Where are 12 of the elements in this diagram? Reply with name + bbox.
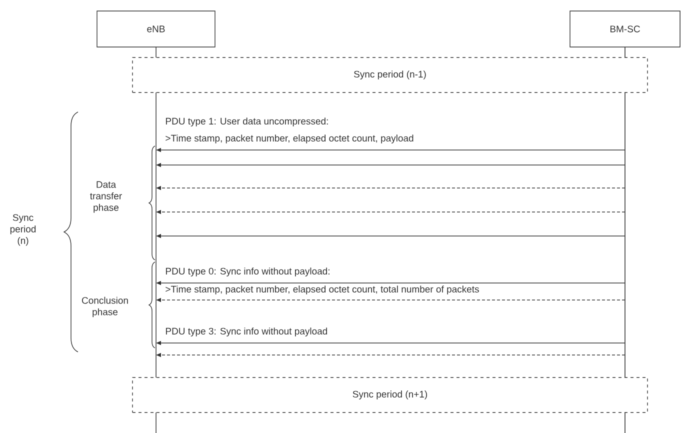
message-label: PDU type 3: Sync info without payload	[166, 328, 328, 336]
message-label: PDU type 0: Sync info without payload:	[166, 268, 330, 276]
phase-label: Data transfer phase	[90, 181, 122, 213]
participant-box: eNB	[96, 10, 216, 48]
message-label: >Time stamp, packet number, elapsed octet count, total number of packets	[166, 286, 479, 294]
participant-box: BM-SC	[570, 10, 680, 48]
message-label: >Time stamp, packet number, elapsed octet count, payload	[166, 134, 414, 144]
phase-label: Conclusion phase	[82, 296, 128, 318]
phase-label: Sync period (n)	[10, 214, 36, 246]
period-box: Sync period (n-1)	[132, 57, 648, 93]
period-box: Sync period (n+1)	[132, 377, 648, 413]
message-label: PDU type 1: User data uncompressed:	[166, 118, 328, 126]
